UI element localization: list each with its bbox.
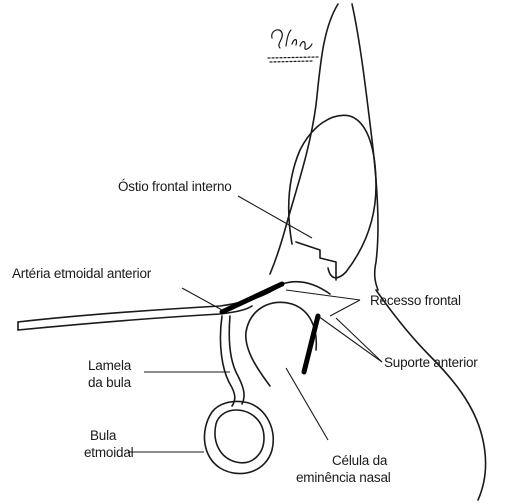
leader-suporte-b <box>318 316 382 362</box>
bulla-lamella <box>229 316 244 404</box>
label-ostio-frontal-interno: Óstio frontal interno <box>118 179 232 194</box>
label-arteria-etmoidal-anterior: Artéria etmoidal anterior <box>12 266 152 281</box>
frontal-inner-wall <box>352 4 378 290</box>
frontal-sinus <box>289 115 376 277</box>
label-celula-line1: Célula da <box>332 453 388 468</box>
label-lamela-line2: da bula <box>88 375 132 390</box>
leader-ostio <box>238 196 312 238</box>
label-lamela-line1: Lamela <box>88 358 132 373</box>
ethmoid-bulla-inner <box>215 410 264 463</box>
label-bula-line1: Bula <box>90 428 117 443</box>
leader-recesso-b <box>330 300 360 316</box>
label-celula-line2: eminência nasal <box>296 470 391 485</box>
leader-recesso-a <box>286 290 360 300</box>
artist-signature <box>268 30 318 62</box>
arteria-marker <box>222 284 282 312</box>
label-suporte-anterior: Suporte anterior <box>384 355 478 370</box>
leader-celula <box>286 368 328 440</box>
label-recesso-frontal: Recesso frontal <box>370 293 461 308</box>
nasal-wall <box>376 290 485 500</box>
leader-suporte-a <box>336 318 382 362</box>
label-bula-line2: etmoidal <box>84 445 134 460</box>
